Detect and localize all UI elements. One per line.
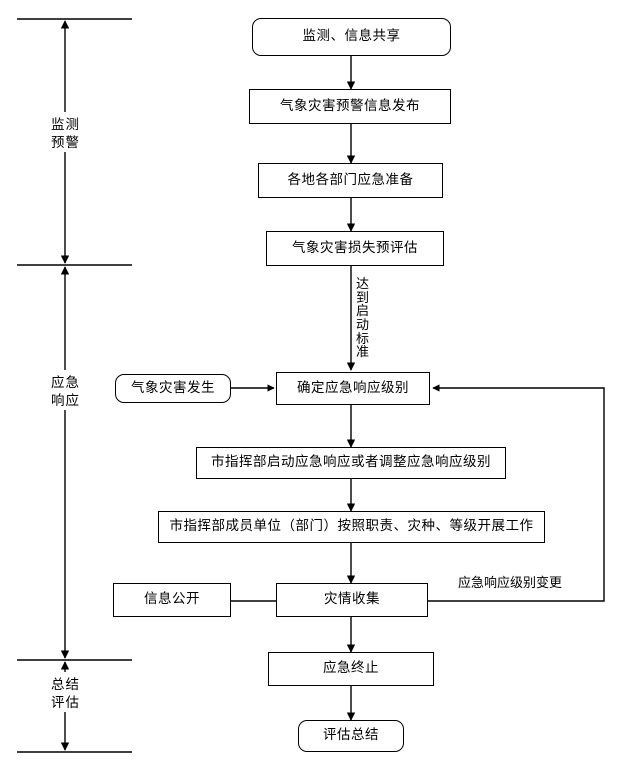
- phase-label-response: 应急 响应: [38, 374, 93, 411]
- node-start-adjust-label: 市指挥部启动应急响应或者调整应急响应级别: [211, 454, 491, 471]
- node-disaster-collect-label: 灾情收集: [324, 591, 380, 608]
- edge-feedback-level-change: [427, 384, 605, 602]
- node-loss-preassess[interactable]: 气象灾害损失预评估: [266, 231, 444, 266]
- node-info-disclosure-label: 信息公开: [144, 591, 200, 608]
- trigger-char-4: 标: [355, 331, 369, 347]
- trigger-char-3: 动: [355, 317, 369, 333]
- node-disaster-collect[interactable]: 灾情收集: [276, 583, 428, 617]
- phase-label-monitoring: 监测 预警: [38, 116, 93, 153]
- node-emergency-end-label: 应急终止: [323, 660, 379, 677]
- edge-label-level-change: 应急响应级别变更: [458, 576, 563, 591]
- node-info-disclosure[interactable]: 信息公开: [113, 583, 231, 617]
- node-determine-level[interactable]: 确定应急响应级别: [276, 372, 430, 405]
- node-disaster-occurs[interactable]: 气象灾害发生: [115, 374, 231, 403]
- edge-label-trigger-threshold: 达 到 启 动 标 准: [355, 278, 370, 360]
- node-member-units-label: 市指挥部成员单位（部门）按照职责、灾种、等级开展工作: [169, 518, 534, 535]
- node-assess-summary[interactable]: 评估总结: [298, 720, 404, 752]
- node-warning-release-label: 气象灾害预警信息发布: [280, 97, 420, 114]
- trigger-char-0: 达: [355, 277, 369, 292]
- trigger-char-2: 启: [355, 304, 369, 320]
- phase-label-monitoring-line2: 预警: [51, 135, 80, 152]
- node-monitor-share-label: 监测、信息共享: [302, 28, 401, 45]
- node-member-units[interactable]: 市指挥部成员单位（部门）按照职责、灾种、等级开展工作: [158, 511, 545, 543]
- phase-label-monitoring-line1: 监测: [51, 117, 80, 133]
- phase-label-summary-line2: 评估: [51, 695, 80, 712]
- node-determine-level-label: 确定应急响应级别: [297, 379, 409, 396]
- node-emergency-end[interactable]: 应急终止: [268, 652, 434, 686]
- phase-label-summary-line1: 总结: [51, 677, 80, 693]
- trigger-char-1: 到: [355, 290, 369, 306]
- node-disaster-occurs-label: 气象灾害发生: [131, 379, 215, 396]
- node-monitor-share[interactable]: 监测、信息共享: [252, 18, 451, 56]
- node-warning-release[interactable]: 气象灾害预警信息发布: [249, 89, 451, 124]
- phase-label-summary: 总结 评估: [38, 676, 93, 713]
- phase-label-response-line1: 应急: [51, 375, 80, 391]
- trigger-char-5: 准: [355, 345, 369, 361]
- node-start-adjust[interactable]: 市指挥部启动应急响应或者调整应急响应级别: [196, 447, 506, 479]
- node-emergency-prep-label: 各地各部门应急准备: [287, 171, 414, 188]
- node-emergency-prep[interactable]: 各地各部门应急准备: [258, 163, 443, 198]
- phase-label-response-line2: 响应: [51, 393, 80, 410]
- node-loss-preassess-label: 气象灾害损失预评估: [292, 239, 418, 256]
- node-assess-summary-label: 评估总结: [323, 727, 379, 744]
